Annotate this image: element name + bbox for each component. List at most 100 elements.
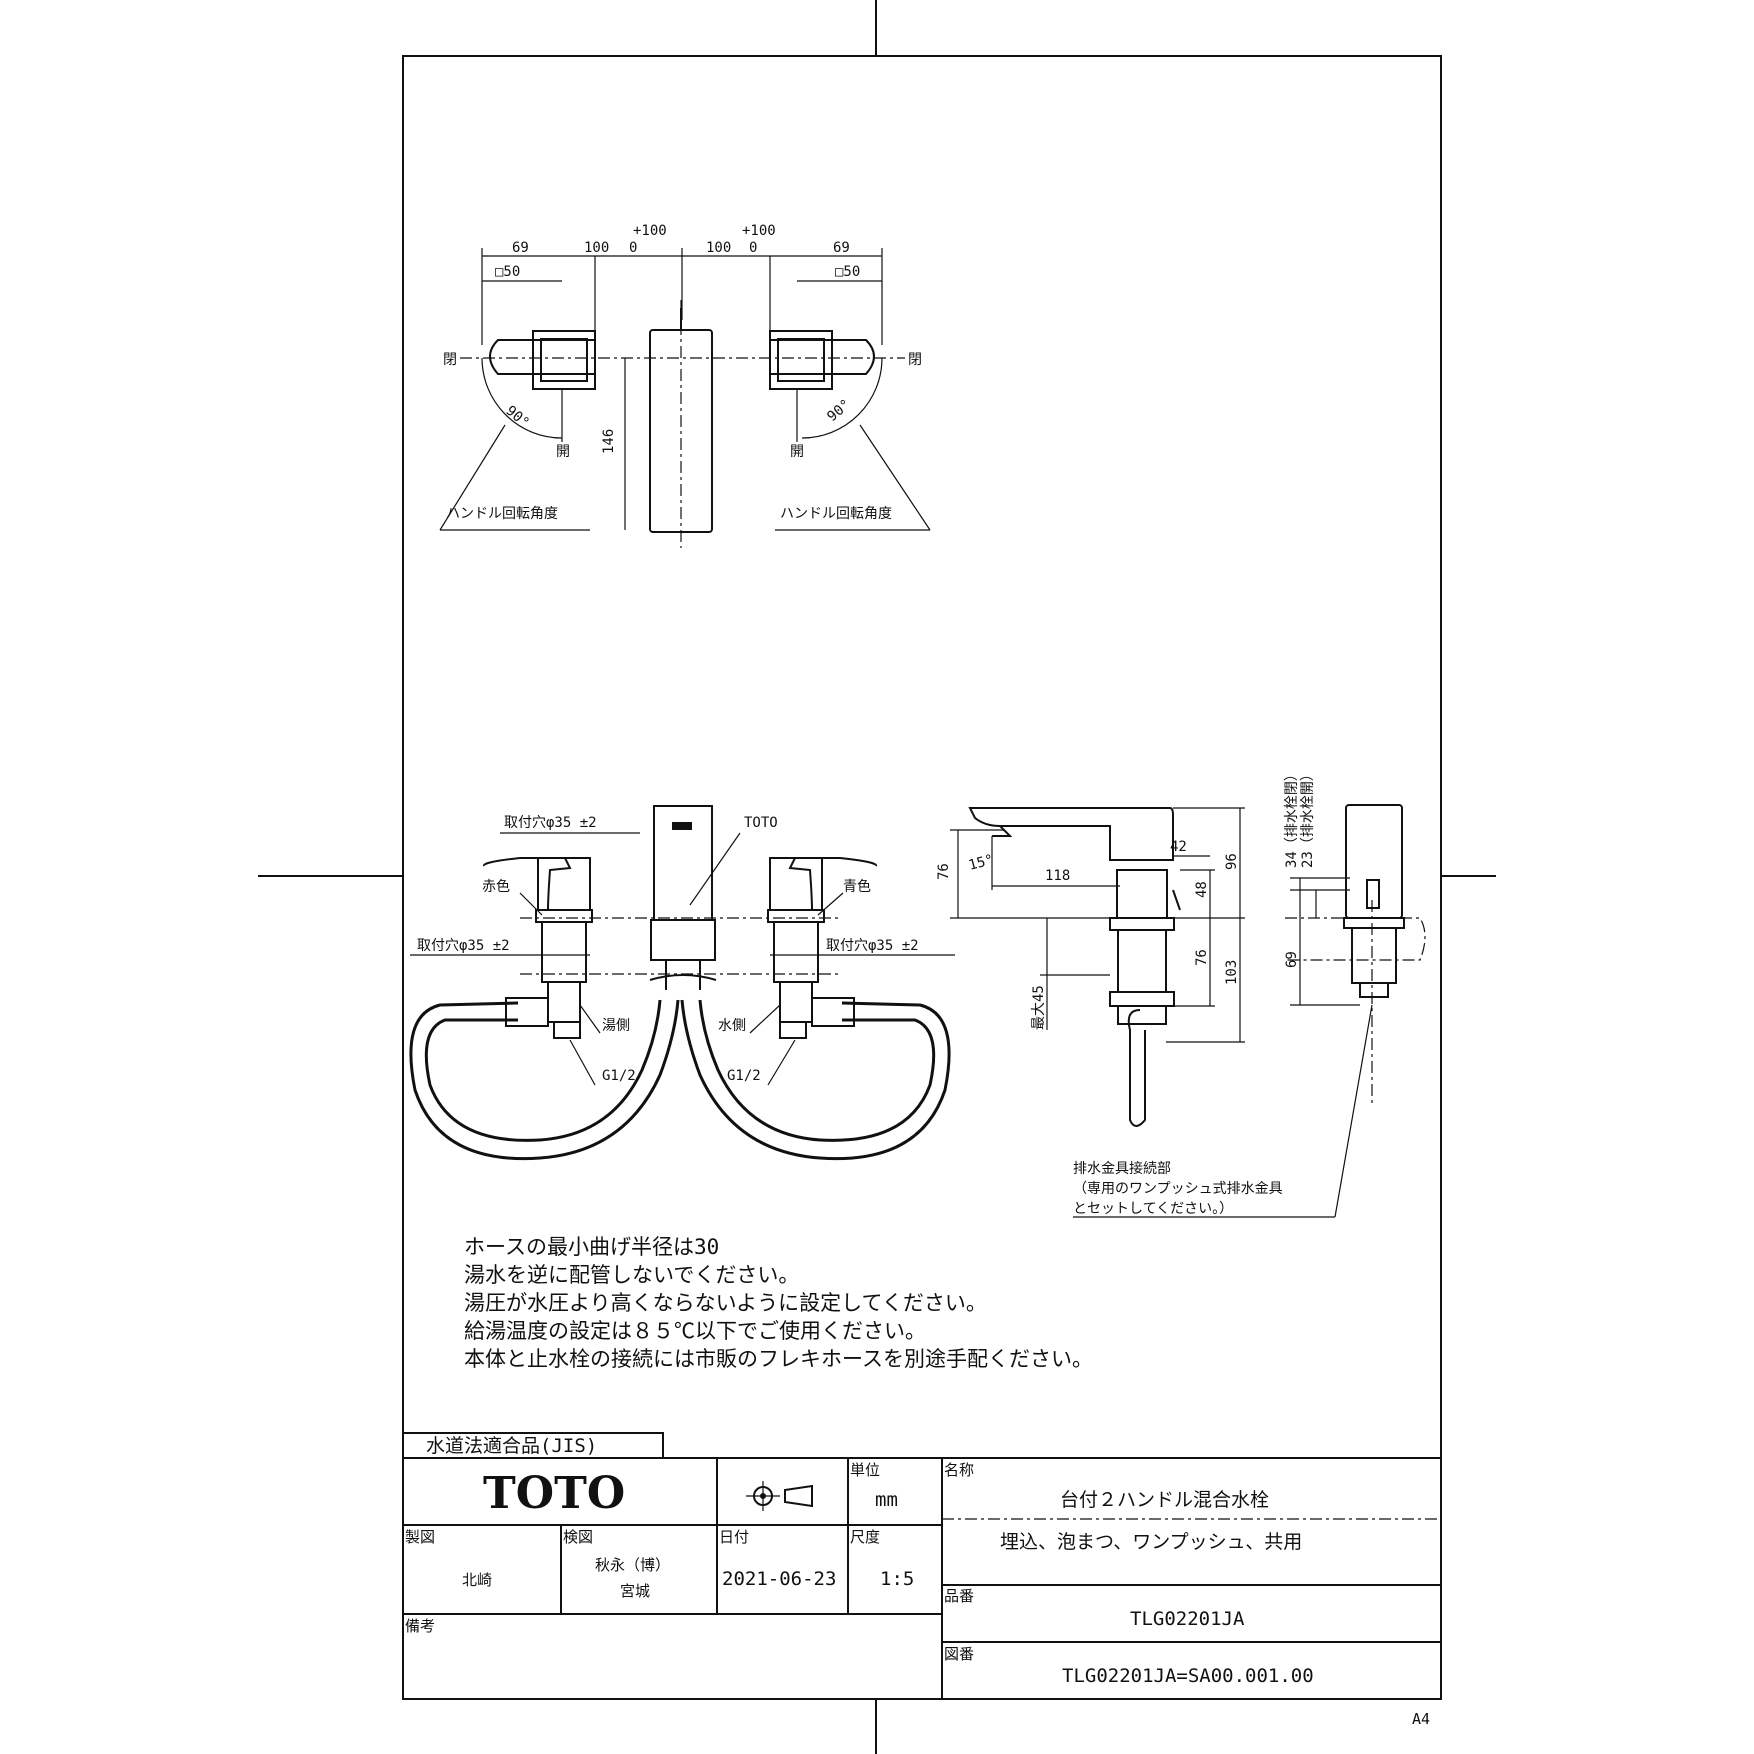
blue-leader xyxy=(817,892,844,916)
dim-69-left: 69 xyxy=(512,240,529,256)
unit-label: 単位 xyxy=(850,1461,880,1479)
rotation-left-label: ハンドル回転角度 xyxy=(446,506,558,522)
front-left-body xyxy=(537,857,591,911)
dim-100-right: 100 xyxy=(706,240,731,256)
mount-hole-top-label: 取付穴φ35 ±2 xyxy=(504,815,597,831)
angle-right-label: 90° xyxy=(824,397,854,426)
part-label: 品番 xyxy=(944,1587,974,1605)
remarks-label: 備考 xyxy=(405,1617,435,1635)
hot-side-leader xyxy=(579,1004,601,1034)
thread-right-label: G1/2 xyxy=(727,1068,761,1084)
front-right-flange xyxy=(767,909,825,923)
open-right-label: 開 xyxy=(790,444,804,460)
checked-by-1: 秋永（博） xyxy=(595,1556,670,1574)
rear-view: 34（排水栓閉） 23（排水栓開） 69 xyxy=(1284,767,1426,1105)
rear-button xyxy=(1366,879,1380,909)
paper-size: A4 xyxy=(1412,1710,1430,1728)
rear-flange xyxy=(1343,917,1405,929)
side-drain-rod xyxy=(1127,1009,1146,1127)
drain-label-1: 排水金具接続部 xyxy=(1073,1160,1171,1177)
front-spout-base xyxy=(650,919,716,961)
angle-left-label: 90° xyxy=(502,403,532,432)
blue-label: 青色 xyxy=(843,878,871,895)
side-d76-bottom-label: 76 xyxy=(1194,949,1210,966)
right-fitting xyxy=(811,997,855,1027)
left-fitting xyxy=(505,997,549,1027)
side-lower xyxy=(1117,1005,1167,1025)
name-label: 名称 xyxy=(944,1461,974,1479)
brand-label: TOTO xyxy=(744,815,778,831)
front-right-lever xyxy=(788,857,877,911)
side-d118-label: 118 xyxy=(1045,868,1070,884)
mount-hole-right-label: 取付穴φ35 ±2 xyxy=(826,938,919,954)
dim-plus100-left: +100 xyxy=(633,223,667,239)
rear-shank xyxy=(1351,927,1397,984)
closed-left-label: 閉 xyxy=(443,352,457,368)
side-angle-label: 15° xyxy=(967,852,996,874)
side-nut xyxy=(1109,991,1175,1007)
side-d42-label: 42 xyxy=(1170,839,1187,855)
scale-label: 尺度 xyxy=(850,1528,880,1546)
right-handle-base xyxy=(769,330,833,390)
rear-connector xyxy=(1359,982,1389,998)
front-right-outlet xyxy=(779,1021,807,1039)
side-lever xyxy=(1172,889,1181,911)
checked-by-2: 宮城 xyxy=(620,1582,650,1600)
front-view: 取付穴φ35 ±2 TOTO 赤色 青色 取付穴φ35 ±2 取付穴φ xyxy=(409,805,955,1161)
front-left-shank xyxy=(541,921,587,983)
note-4: 給湯温度の設定は８５℃以下でご使用ください。 xyxy=(464,1319,926,1343)
cold-side-label: 水側 xyxy=(718,1018,746,1034)
side-spout xyxy=(968,807,1174,861)
rear-counter-break xyxy=(1285,917,1426,961)
unit-value: mm xyxy=(875,1489,898,1511)
part-no: TLG02201JA xyxy=(1130,1608,1245,1630)
rear-d23-label: 23（排水栓開） xyxy=(1300,767,1316,868)
open-left-label: 開 xyxy=(556,444,570,460)
angle-arc-right xyxy=(801,357,883,439)
drawn-label: 製図 xyxy=(405,1528,435,1546)
brand-leader xyxy=(689,832,741,906)
leader-left xyxy=(439,424,506,531)
front-left-lever xyxy=(483,857,572,911)
leader-right xyxy=(859,424,931,531)
left-handle-lever xyxy=(489,339,595,375)
date-label: 日付 xyxy=(719,1528,749,1546)
drawing-frame xyxy=(402,55,1442,1700)
projection-cone xyxy=(784,1484,813,1508)
cold-side-leader xyxy=(749,1004,781,1034)
square-left-label: □50 xyxy=(495,264,520,280)
right-handle-lever xyxy=(770,339,875,375)
front-right-body xyxy=(769,857,823,911)
side-handle xyxy=(1116,869,1168,919)
compliance-label: 水道法適合品(JIS) xyxy=(426,1435,597,1457)
side-max45-label: 最大45 xyxy=(1031,985,1047,1030)
front-spout-outlet xyxy=(672,822,692,830)
front-right-shank xyxy=(773,921,819,983)
drain-label-3: とセットしてください。） xyxy=(1073,1201,1233,1217)
rear-body xyxy=(1345,804,1403,919)
hose-right-inner xyxy=(698,999,936,1142)
dim-0-left: 0 xyxy=(629,240,637,256)
hot-side-label: 湯側 xyxy=(602,1017,630,1034)
angle-arc-left xyxy=(481,357,563,439)
toto-logo: TOTO xyxy=(483,1468,625,1519)
side-view: 76 15° 118 42 96 48 76 103 最大45 排水金具接続部 … xyxy=(936,807,1373,1218)
dim-100-left: 100 xyxy=(584,240,609,256)
left-handle-base xyxy=(532,330,596,390)
product-name: 台付２ハンドル混合水栓 xyxy=(1060,1489,1269,1511)
note-3: 湯圧が水圧より高くならないように設定してください。 xyxy=(464,1291,987,1315)
drain-leader xyxy=(1334,1004,1373,1218)
side-shank xyxy=(1117,929,1167,993)
drawn-by: 北崎 xyxy=(462,1571,492,1589)
side-d103-label: 103 xyxy=(1224,960,1240,985)
note-5: 本体と止水栓の接続には市販のフレキホースを別途手配ください。 xyxy=(464,1347,1093,1371)
mount-hole-left-label: 取付穴φ35 ±2 xyxy=(417,938,510,954)
square-right-label: □50 xyxy=(835,264,860,280)
side-flange xyxy=(1109,917,1175,931)
scale-value: 1:5 xyxy=(880,1568,914,1590)
projection-symbol xyxy=(746,1481,813,1511)
side-d76-top-label: 76 xyxy=(936,863,952,880)
title-block: 水道法適合品(JIS) TOTO 単位 mm 名称 台付２ハンドル混合水栓 埋込… xyxy=(402,1432,1441,1699)
hose-left-outer xyxy=(409,999,680,1161)
